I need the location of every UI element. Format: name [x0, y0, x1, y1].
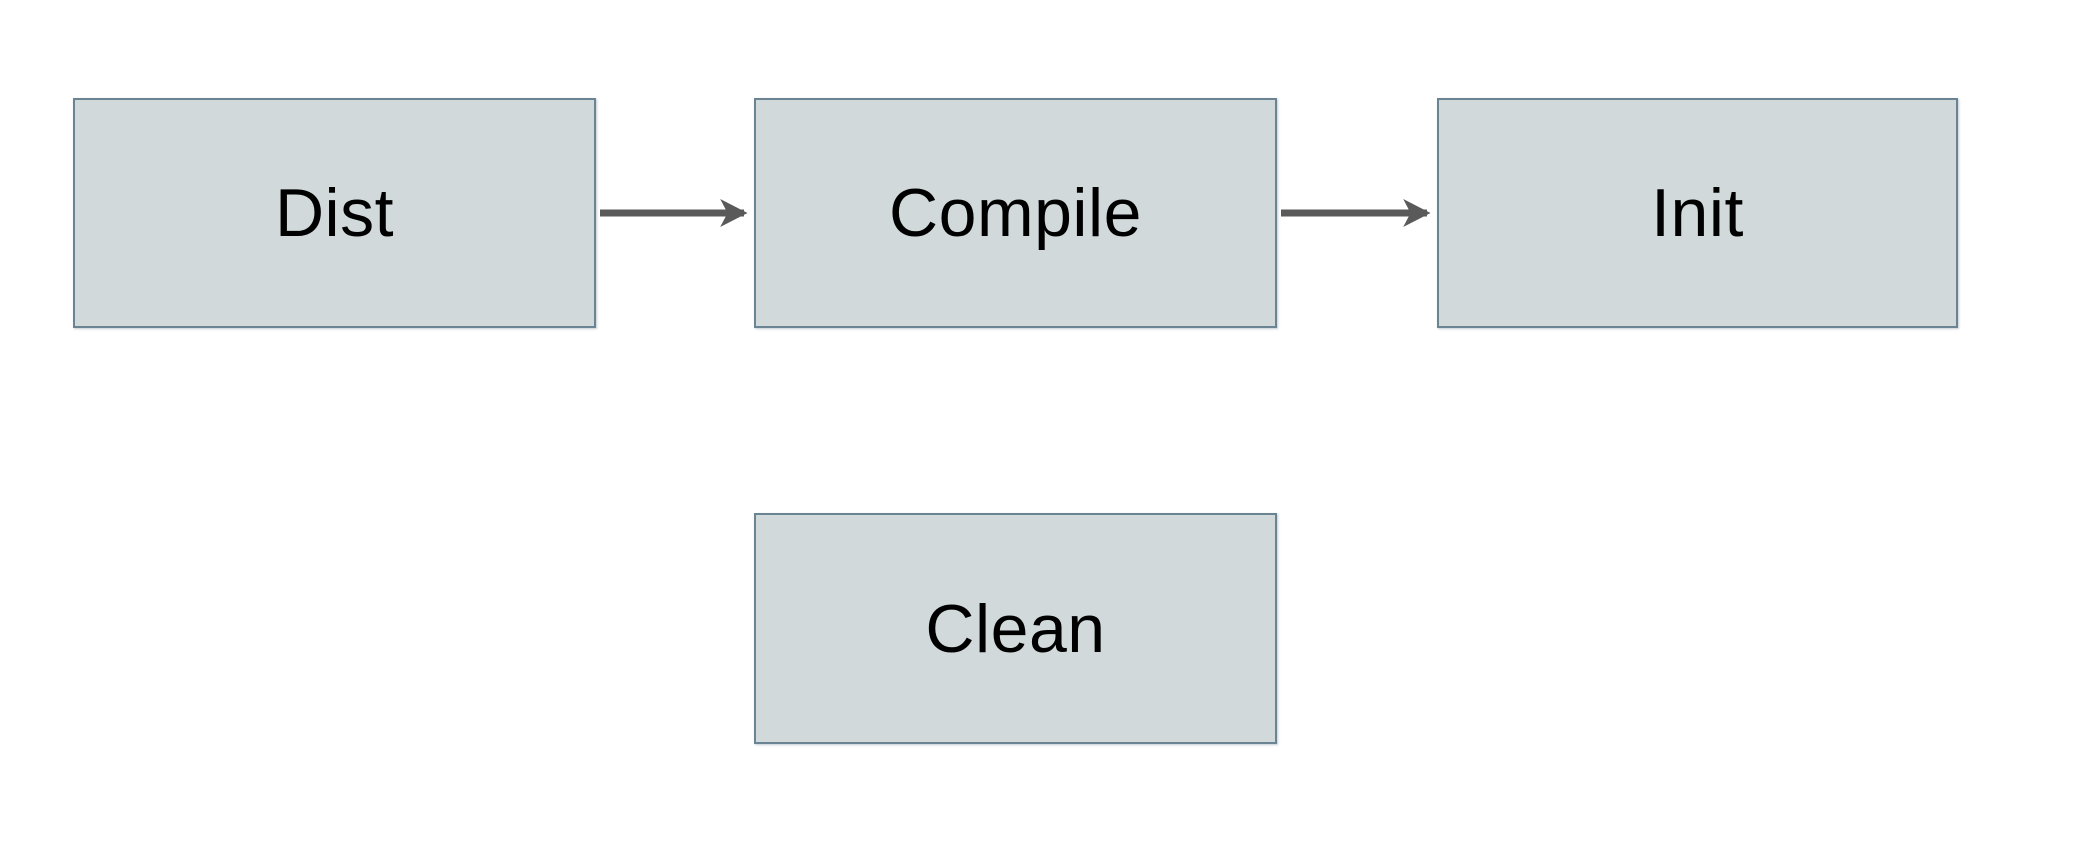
node-clean-label: Clean	[925, 590, 1106, 667]
node-compile-label: Compile	[889, 175, 1142, 251]
node-dist[interactable]: Dist	[73, 98, 596, 328]
node-init-label: Init	[1651, 175, 1744, 251]
node-init[interactable]: Init	[1437, 98, 1958, 328]
node-dist-label: Dist	[274, 175, 395, 251]
node-clean[interactable]: Clean	[754, 513, 1277, 744]
node-compile[interactable]: Compile	[754, 98, 1277, 328]
